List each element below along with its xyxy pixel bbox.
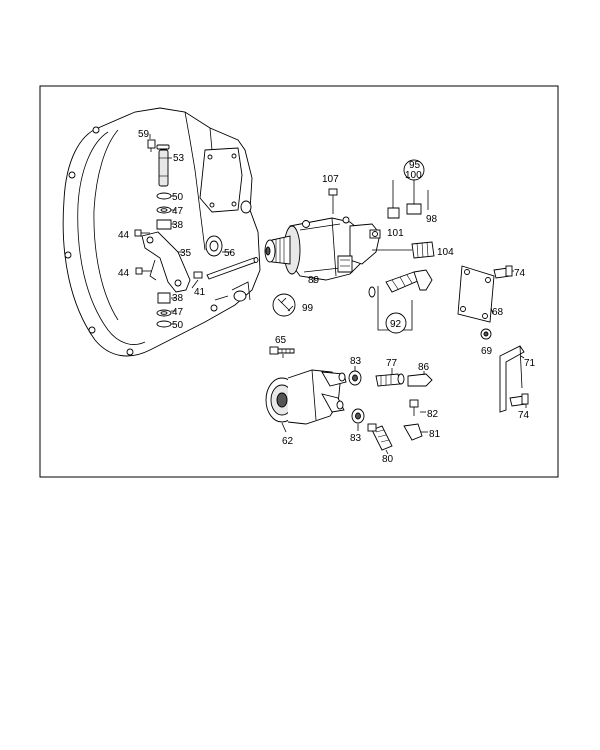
callout-labels: 59 53 50 47 38 44 35 56 44 41 38 47 50 1… <box>118 129 536 465</box>
callout-38-lower: 38 <box>172 293 184 304</box>
engine-mount-bracket <box>134 229 203 293</box>
callout-38-upper: 38 <box>172 220 184 231</box>
callout-68: 68 <box>492 307 504 318</box>
callout-53: 53 <box>173 153 185 164</box>
callout-56: 56 <box>224 248 236 259</box>
stud-rod <box>206 257 259 280</box>
callout-35: 35 <box>180 248 192 259</box>
callout-80: 80 <box>382 454 394 465</box>
lower-mount-stack <box>156 292 172 328</box>
transmission-housing <box>62 107 261 357</box>
callout-83-upper: 83 <box>350 356 362 367</box>
callout-74-upper: 74 <box>514 268 526 279</box>
callout-47-lower: 47 <box>172 307 184 318</box>
small-parts <box>348 370 433 451</box>
clutch-actuator <box>264 188 381 281</box>
cover-plate <box>457 265 513 340</box>
upper-mount-stack <box>147 139 172 230</box>
callout-74-lower: 74 <box>518 410 530 421</box>
callout-59: 59 <box>138 129 150 140</box>
diagram-frame <box>39 85 559 478</box>
callout-92: 92 <box>390 319 402 330</box>
callout-99: 99 <box>302 303 314 314</box>
callout-95: 95 <box>409 160 421 171</box>
bracket <box>499 345 529 413</box>
callout-71: 71 <box>524 358 536 369</box>
leader-lines <box>149 134 527 455</box>
callout-104: 104 <box>437 247 454 258</box>
wrench-icon <box>272 293 296 317</box>
callout-69: 69 <box>481 346 493 357</box>
callout-65: 65 <box>275 335 287 346</box>
callout-50-lower: 50 <box>172 320 184 331</box>
fittings-group <box>368 159 435 334</box>
callout-100: 100 <box>405 170 422 181</box>
concentric-slave-cylinder <box>265 346 347 425</box>
callout-41: 41 <box>194 287 206 298</box>
callout-47-upper: 47 <box>172 206 184 217</box>
callout-62: 62 <box>282 436 294 447</box>
callout-77: 77 <box>386 358 398 369</box>
callout-82: 82 <box>427 409 439 420</box>
callout-44-lower: 44 <box>118 268 130 279</box>
callout-107: 107 <box>322 174 339 185</box>
callout-89: 89 <box>308 275 320 286</box>
callout-86: 86 <box>418 362 430 373</box>
callout-81: 81 <box>429 429 441 440</box>
callout-101: 101 <box>387 228 404 239</box>
callout-83-lower: 83 <box>350 433 362 444</box>
callout-98: 98 <box>426 214 438 225</box>
callout-50-upper: 50 <box>172 192 184 203</box>
callout-44-upper: 44 <box>118 230 130 241</box>
